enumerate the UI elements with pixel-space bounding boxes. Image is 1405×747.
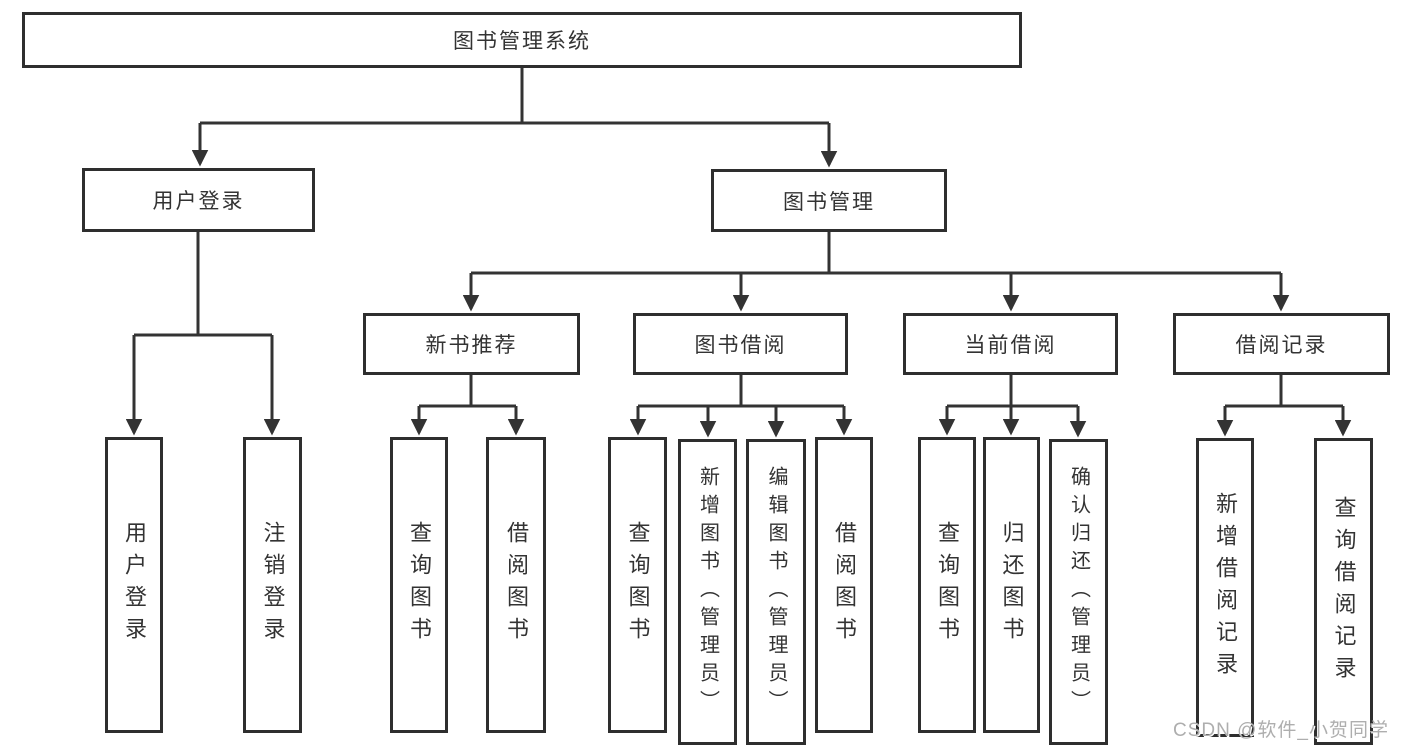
node-book-borrow: 图书借阅 bbox=[633, 313, 848, 375]
leaf-borrow-query: 查询图书 bbox=[608, 437, 667, 733]
leaf-newbooks-query: 查询图书 bbox=[390, 437, 448, 733]
node-borrow-records: 借阅记录 bbox=[1173, 313, 1390, 375]
node-book-mgmt-branch: 图书管理 bbox=[711, 169, 947, 232]
leaf-records-query: 查询借阅记录 bbox=[1314, 438, 1373, 745]
leaf-user-login: 用户登录 bbox=[105, 437, 163, 733]
leaf-borrow-borrow: 借阅图书 bbox=[815, 437, 873, 733]
node-root: 图书管理系统 bbox=[22, 12, 1022, 68]
node-current-borrow: 当前借阅 bbox=[903, 313, 1118, 375]
leaf-borrow-add-admin: 新增图书（管理员） bbox=[678, 439, 737, 745]
leaf-current-confirm-admin: 确认归还（管理员） bbox=[1049, 439, 1108, 745]
leaf-borrow-edit-admin: 编辑图书（管理员） bbox=[746, 439, 806, 745]
leaf-logout: 注销登录 bbox=[243, 437, 302, 733]
leaf-current-return: 归还图书 bbox=[983, 437, 1040, 733]
node-user-login-branch: 用户登录 bbox=[82, 168, 315, 232]
leaf-newbooks-borrow: 借阅图书 bbox=[486, 437, 546, 733]
leaf-current-query: 查询图书 bbox=[918, 437, 976, 733]
csdn-watermark: CSDN @软件_小贺同学 bbox=[1173, 720, 1389, 741]
node-new-books: 新书推荐 bbox=[363, 313, 580, 375]
leaf-records-add: 新增借阅记录 bbox=[1196, 438, 1254, 737]
